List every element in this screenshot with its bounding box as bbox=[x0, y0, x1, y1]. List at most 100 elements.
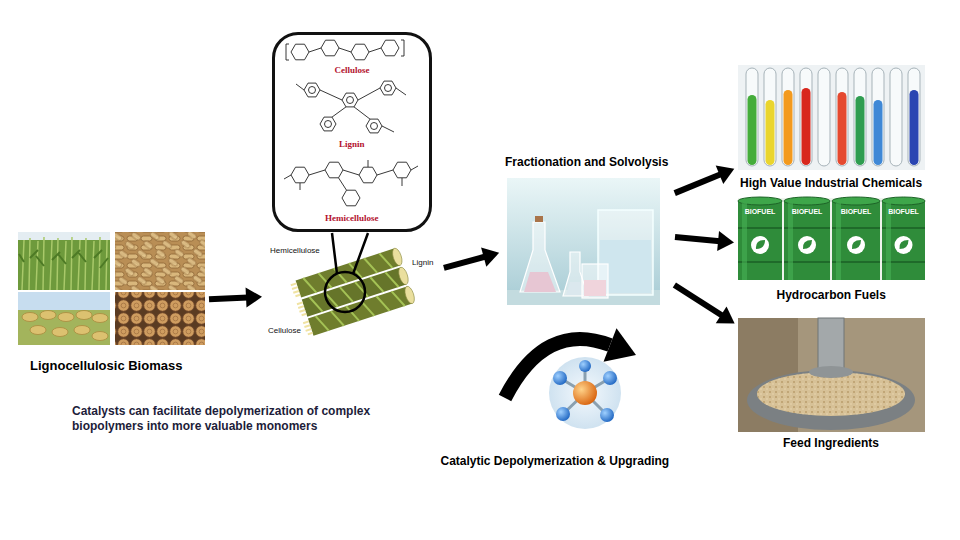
test-tube-photo bbox=[854, 68, 866, 166]
bale-photo bbox=[92, 332, 108, 341]
barrel-photo bbox=[751, 236, 769, 254]
test-tube-photo bbox=[746, 68, 758, 166]
feed-photo bbox=[757, 372, 905, 416]
test-tube-photo bbox=[856, 96, 865, 165]
bale-photo bbox=[18, 292, 110, 345]
panel-caption: Lignocellulosic Biomass bbox=[30, 358, 182, 374]
feed-photo bbox=[818, 318, 844, 370]
lab-photo bbox=[582, 264, 608, 298]
fibre-bundle bbox=[290, 247, 416, 337]
test-tube-photo bbox=[910, 90, 919, 165]
lignin-structure bbox=[385, 85, 392, 92]
flow-arrow bbox=[209, 288, 262, 308]
cycle-arrow bbox=[505, 328, 636, 398]
flow-arrow bbox=[674, 285, 734, 324]
lab-photo bbox=[507, 178, 660, 305]
catalyst-panel: Catalytic Depolymerization & Upgrading bbox=[439, 356, 672, 471]
barrel-photo bbox=[784, 201, 830, 280]
barrel-photo bbox=[738, 201, 782, 280]
hemicellulose-structure bbox=[325, 162, 343, 178]
cellulose-structure bbox=[286, 40, 404, 60]
lab-photo bbox=[520, 222, 560, 292]
cycle-arrow bbox=[604, 328, 637, 361]
barrel-label: BIOFUEL bbox=[888, 208, 919, 216]
lignin-structure bbox=[371, 123, 378, 130]
barrel-photo bbox=[738, 198, 925, 280]
lignin-structure bbox=[347, 97, 354, 104]
test-tube-photo bbox=[766, 100, 775, 165]
log-photo bbox=[115, 292, 205, 345]
catalyst-molecule bbox=[573, 381, 597, 405]
lignin-structure bbox=[296, 84, 406, 132]
fibre-label: Hemicellulose bbox=[270, 246, 320, 256]
catalyst-molecule bbox=[553, 371, 567, 385]
lignin-structure bbox=[309, 87, 316, 94]
fibre-bundle bbox=[291, 283, 300, 296]
fibre-label: Lignin bbox=[412, 258, 433, 268]
polymer-name: Cellulose bbox=[335, 65, 370, 76]
arrow-head bbox=[481, 247, 499, 266]
hemicellulose-structure bbox=[291, 167, 309, 183]
test-tube-photo bbox=[748, 95, 757, 165]
pellet-photo bbox=[115, 232, 205, 290]
crop-photo bbox=[18, 232, 110, 240]
crop-photo bbox=[18, 232, 110, 290]
pellet-photo bbox=[115, 232, 205, 290]
catalyst-molecule bbox=[579, 360, 591, 372]
barrel-photo bbox=[832, 201, 880, 280]
catalyst-molecule bbox=[549, 357, 621, 429]
cellulose-structure bbox=[351, 44, 369, 60]
zoom-marker bbox=[325, 272, 365, 312]
fibre-bundle bbox=[391, 247, 404, 267]
test-tube-photo bbox=[764, 68, 776, 166]
test-tube-photo bbox=[908, 68, 920, 166]
lignin-structure bbox=[325, 121, 332, 128]
bale-photo bbox=[76, 311, 92, 320]
test-tube-photo bbox=[738, 65, 925, 170]
fibre-bundle bbox=[308, 286, 412, 335]
fibre-bundle bbox=[297, 302, 306, 315]
bale-photo bbox=[52, 328, 68, 337]
log-photo bbox=[115, 292, 205, 345]
feed-photo bbox=[738, 318, 925, 432]
product-photo-panel: Feed Ingredients bbox=[738, 318, 925, 453]
feed-photo bbox=[747, 370, 915, 430]
hemicellulose-structure bbox=[393, 162, 411, 178]
lab-photo bbox=[507, 178, 660, 305]
bale-photo bbox=[22, 311, 108, 341]
hemicellulose-structure bbox=[284, 160, 418, 190]
arrow-head bbox=[246, 288, 262, 308]
arrow-shaft bbox=[444, 257, 486, 268]
test-tube-photo bbox=[784, 90, 793, 165]
test-tube-photo bbox=[836, 68, 848, 166]
hemicellulose-structure bbox=[342, 190, 360, 206]
lignin-structure bbox=[320, 117, 336, 131]
fibre-bundle bbox=[303, 321, 312, 334]
cellulose-structure bbox=[381, 40, 399, 56]
cycle-arrow bbox=[505, 339, 610, 398]
fibre-bundle bbox=[397, 266, 410, 286]
arrow-shaft bbox=[209, 297, 248, 299]
test-tube-photo bbox=[818, 68, 830, 166]
lignin-structure bbox=[342, 93, 358, 107]
lignin-structure bbox=[304, 83, 320, 97]
fibre-illustration: HemicelluloseLigninCellulose bbox=[266, 240, 440, 345]
panel-caption: Hydrocarbon Fuels bbox=[777, 288, 886, 302]
test-tube-photo bbox=[782, 68, 794, 166]
panel-caption: Feed Ingredients bbox=[783, 436, 879, 450]
crop-photo bbox=[19, 250, 108, 268]
test-tube-photo bbox=[838, 92, 847, 165]
zoom-marker bbox=[325, 233, 368, 312]
fibre-bundle bbox=[403, 285, 416, 305]
flow-arrow bbox=[675, 231, 734, 251]
barrel-label: BIOFUEL bbox=[792, 208, 823, 216]
polymer-name: Hemicellulose bbox=[325, 213, 379, 224]
fibre-bundle bbox=[316, 289, 405, 333]
barrel-photo bbox=[803, 240, 812, 249]
barrel-photo bbox=[738, 197, 925, 280]
feed-photo bbox=[809, 366, 853, 378]
test-tube-photo bbox=[872, 68, 884, 166]
barrel-photo bbox=[852, 240, 861, 249]
arrow-head bbox=[716, 306, 735, 323]
